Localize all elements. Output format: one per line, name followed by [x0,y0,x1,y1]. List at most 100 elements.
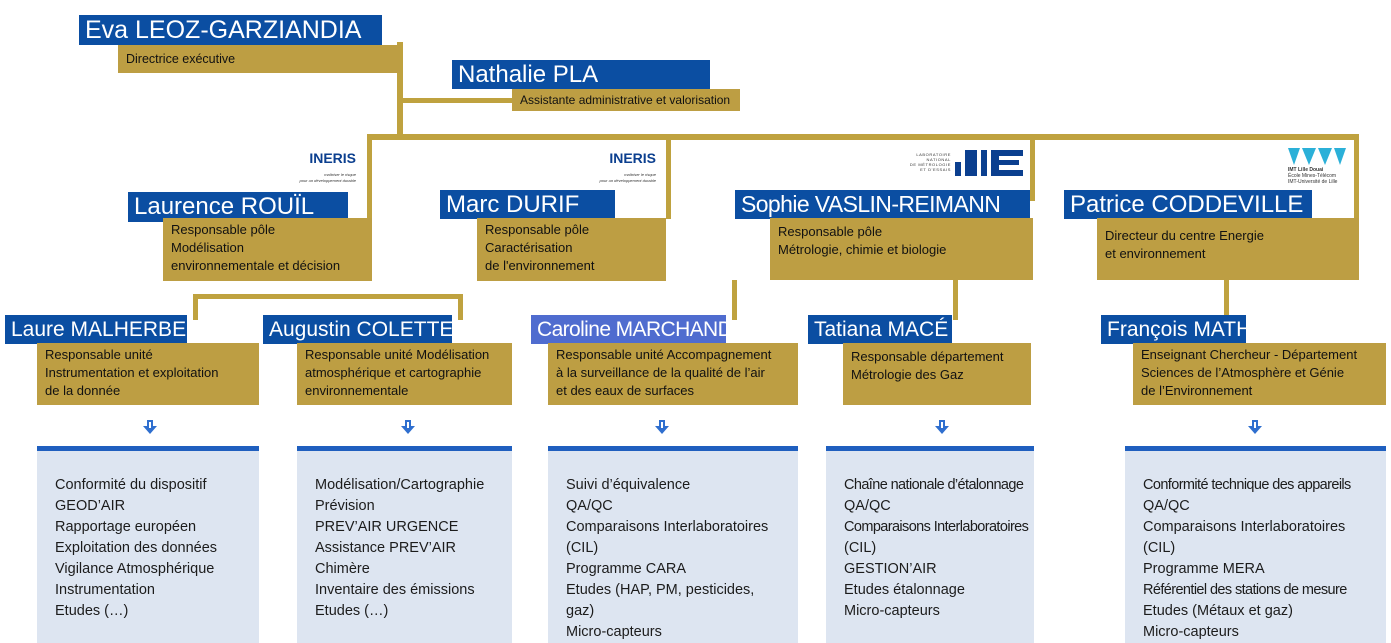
activity-item: Etudes (Métaux et gaz) [1143,603,1293,619]
ineris-logo: INERIS maîtriser le risque pour un dével… [582,148,658,186]
activity-item: Etudes (HAP, PM, pesticides, [566,582,755,598]
head-role-line: Responsable pôle [778,224,883,239]
head-role: Responsable pôle Métrologie, chimie et b… [770,218,1033,280]
activity-item: Exploitation des données [55,540,218,556]
unit-name: Tatiana MACÉ [808,315,952,344]
unit-name: François MATHÉ [1101,315,1265,344]
activity-item: gaz) [566,603,595,619]
activity-item: Comparaisons Interlaboratoires [566,519,769,535]
unit-name: Augustin COLETTE [263,315,453,344]
activity-item: Micro-capteurs [566,624,662,640]
imt-logo-caption: École Mines-Télécom [1288,173,1337,179]
head-role: Directeur du centre Energie et environne… [1097,218,1359,280]
ineris-logo: INERIS maîtriser le risque pour un dével… [282,148,358,186]
activity-item: Modélisation/Cartographie [315,477,485,493]
activity-item: Conformité technique des appareils [1143,477,1351,493]
head-role-line: Directeur du centre Energie [1105,228,1264,243]
unit-role-line: à la surveillance de la qualité de l’air [556,365,765,380]
head-role-line: Caractérisation [485,240,573,255]
head-role-line: Responsable pôle [171,222,276,237]
activity-item: Prévision [315,498,375,514]
unit-role-line: Responsable unité Modélisation [305,347,490,362]
connector-line [1354,137,1359,220]
activity-item: Micro-capteurs [844,603,940,619]
activity-item: QA/QC [1143,498,1190,514]
ineris-logo-tagline: maîtriser le risque [624,172,656,177]
activity-item: Inventaire des émissions [315,582,475,598]
head-name: Sophie VASLIN-REIMANN [735,190,1030,219]
head-role-line: et environnement [1105,246,1206,261]
lne-logo-caption: DE MÉTROLOGIE [909,162,951,167]
head-role-line: de l'environnement [485,258,595,273]
connector-line [367,137,372,219]
ineris-logo-tagline: pour un développement durable [599,178,657,183]
unit-role: Enseignant Chercheur - Département Scien… [1133,343,1386,405]
arrow-down-icon [655,420,669,434]
unit-role-line: atmosphérique et cartographie [305,365,482,380]
activity-item: PREV’AIR URGENCE [315,519,459,535]
lne-logo-caption: NATIONAL [926,157,951,162]
head-role: Responsable pôle Modélisation environnem… [163,218,372,281]
head-role-line: Responsable pôle [485,222,590,237]
imt-logo-caption: IMT-Université de Lille [1288,179,1338,185]
ineris-logo-word: INERIS [309,150,356,166]
activity-item: Etudes étalonnage [844,582,965,598]
unit-name: Caroline MARCHAND [531,315,733,344]
activity-item: Conformité du dispositif [55,477,207,493]
connector-line [666,137,671,219]
activity-item: Vigilance Atmosphérique [55,561,215,577]
unit-role-line: de l’Environnement [1141,383,1253,398]
activities-box: Conformité technique des appareils QA/QC… [1125,446,1386,643]
activity-item: Etudes (…) [55,603,129,619]
head-name: Marc DURIF [440,190,615,219]
assistant-name: Nathalie PLA [452,60,710,89]
connector-line [397,42,403,140]
unit-role-line: Métrologie des Gaz [851,367,964,382]
unit-role: Responsable département Métrologie des G… [843,343,1031,405]
activity-item: Assistance PREV’AIR [315,540,457,556]
activity-item: (CIL) [566,540,599,556]
unit-role-line: et des eaux de surfaces [556,383,695,398]
activity-item: Programme CARA [566,561,687,577]
connector-line [1030,137,1035,201]
connector-line [193,296,198,320]
assistant-role: Assistante administrative et valorisatio… [512,89,740,111]
unit-role-line: environnementale [305,383,409,398]
imt-logo-caption: IMT Lille Douai [1288,167,1324,173]
activity-item: QA/QC [844,498,891,514]
connector-line [400,98,515,103]
activity-item: Rapportage européen [55,519,197,535]
imt-logo: IMT Lille Douai École Mines-Télécom IMT-… [1286,146,1350,190]
activity-item: GESTION’AIR [844,561,937,577]
arrow-down-icon [1248,420,1262,434]
head-role: Responsable pôle Caractérisation de l'en… [477,218,666,281]
unit-role-line: Responsable unité [45,347,153,362]
connector-line [732,280,737,320]
activities-box: Chaîne nationale d’étalonnage QA/QC Comp… [826,446,1034,643]
arrow-down-icon [143,420,157,434]
head-name: Laurence ROUÏL [128,192,348,222]
activities-box: Suivi d’équivalence QA/QC Comparaisons I… [548,446,798,643]
connector-line [1224,280,1229,320]
activities-box: Conformité du dispositif GEOD’AIR Rappor… [37,446,259,643]
arrow-down-icon [401,420,415,434]
activity-item: Chaîne nationale d’étalonnage [844,477,1024,493]
unit-name: Laure MALHERBE [5,315,187,344]
ineris-logo-tagline: maîtriser le risque [324,172,356,177]
unit-role: Responsable unité Instrumentation et exp… [37,343,259,405]
activity-item: QA/QC [566,498,613,514]
unit-role: Responsable unité Modélisation atmosphér… [297,343,512,405]
activity-item: GEOD’AIR [55,498,126,514]
head-role-line: environnementale et décision [171,258,341,273]
lne-logo: LABORATOIRE NATIONAL DE MÉTROLOGIE ET D'… [905,146,1025,182]
unit-role-line: de la donnée [45,383,121,398]
unit-role-line: Sciences de l’Atmosphère et Génie [1141,365,1345,380]
head-role-line: Métrologie, chimie et biologie [778,242,947,257]
unit-role-line: Instrumentation et exploitation [45,365,219,380]
connector-line [953,280,958,320]
ineris-logo-word: INERIS [609,150,656,166]
activity-item: Comparaisons Interlaboratoires [844,519,1029,535]
unit-role: Responsable unité Accompagnement à la su… [548,343,798,405]
lne-logo-caption: LABORATOIRE [916,152,951,157]
unit-role-line: Responsable département [851,349,1004,364]
